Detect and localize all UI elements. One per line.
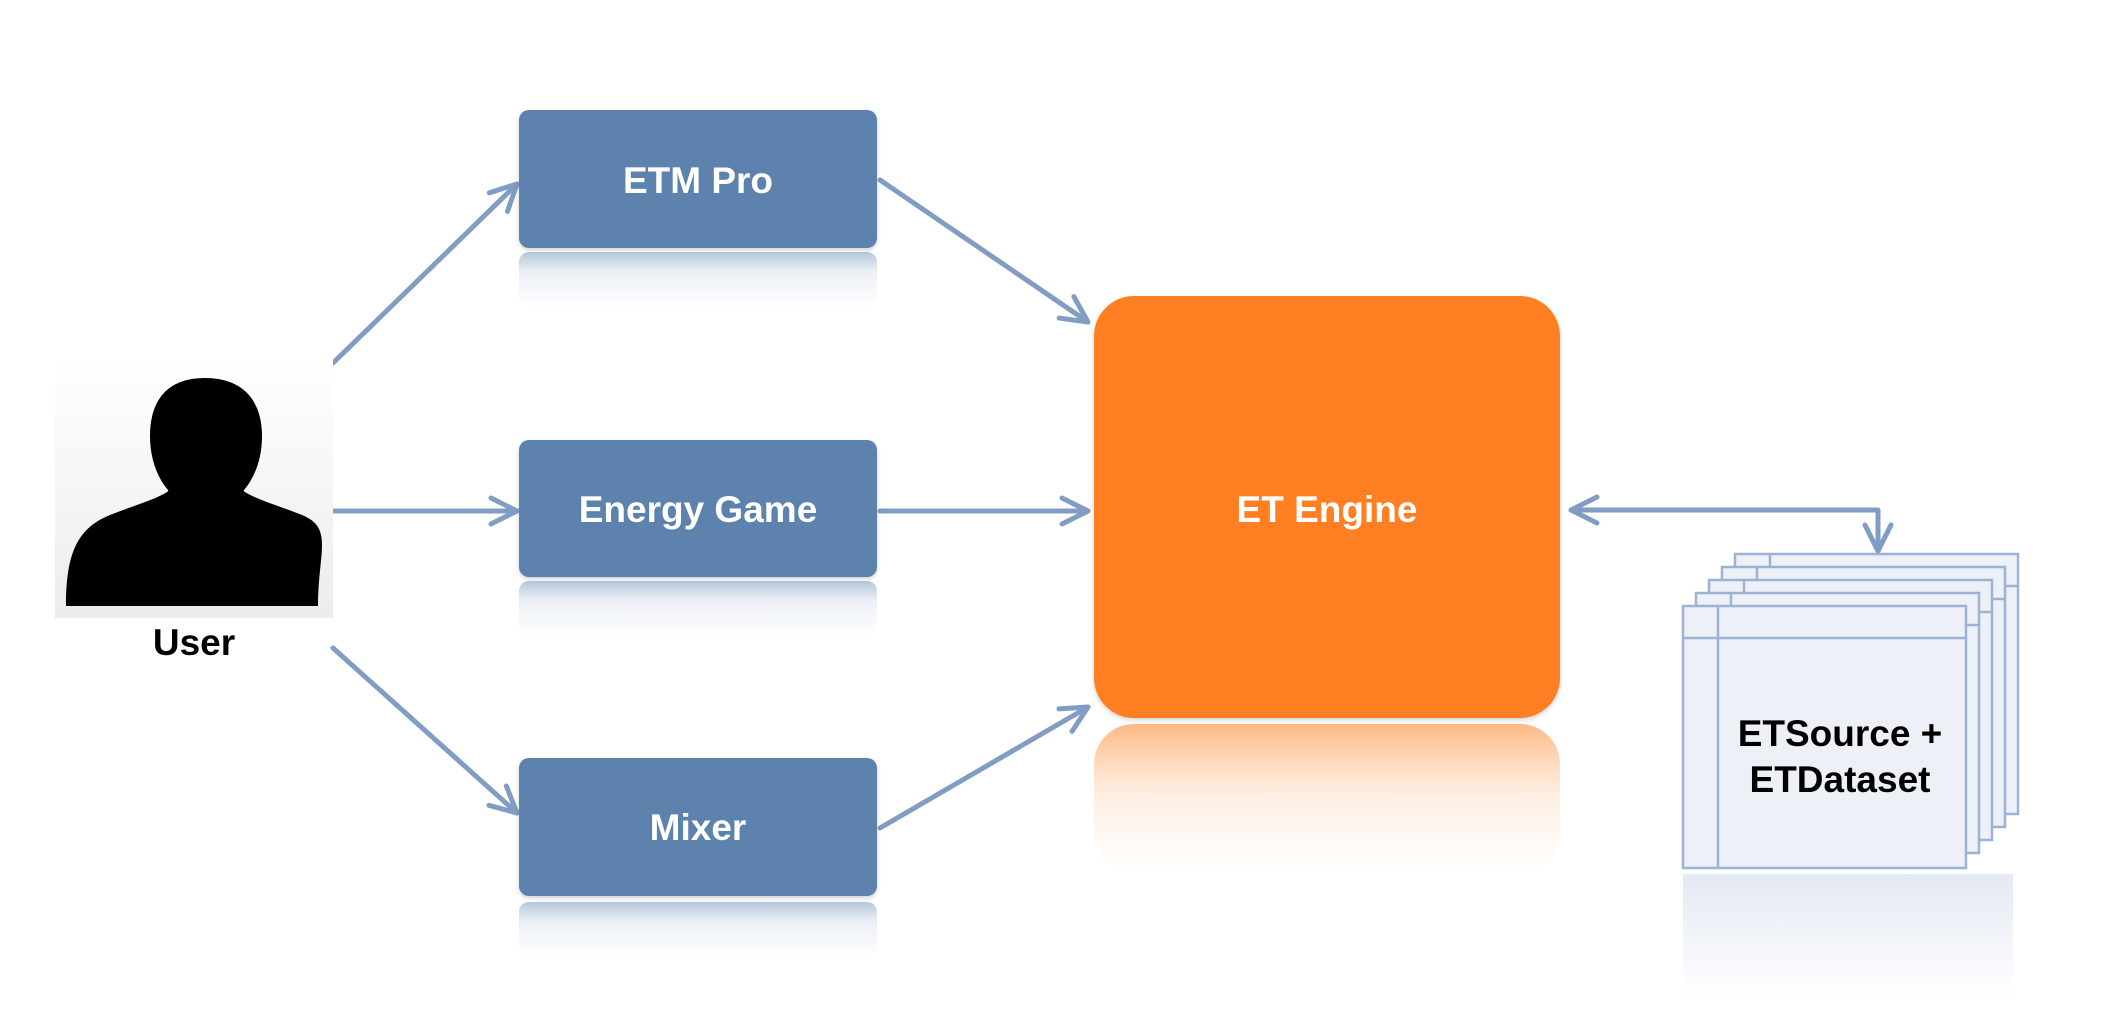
energy-game-reflection xyxy=(519,581,877,636)
edges-clients-to-engine xyxy=(877,177,1091,831)
arrow-engine-to-etsource xyxy=(1568,494,1894,554)
user-silhouette-icon xyxy=(66,378,322,606)
node-mixer: Mixer xyxy=(519,758,877,957)
edges-user-to-clients xyxy=(330,181,520,816)
node-energy-game: Energy Game xyxy=(519,440,877,636)
etm-pro-reflection xyxy=(519,252,877,307)
mixer-reflection xyxy=(519,902,877,957)
etm-pro-label: ETM Pro xyxy=(623,160,773,201)
user-node: User xyxy=(55,358,333,663)
arrow-etm-pro-to-engine xyxy=(877,177,1091,325)
et-engine-label: ET Engine xyxy=(1237,489,1418,530)
energy-game-label: Energy Game xyxy=(579,489,818,530)
arrow-mixer-to-engine xyxy=(877,704,1091,831)
node-etm-pro: ETM Pro xyxy=(519,110,877,307)
et-engine-reflection xyxy=(1094,724,1560,874)
documents-reflection xyxy=(1683,874,2013,999)
stacked-documents-icon xyxy=(1681,552,2020,999)
node-etsource: ETSource + ETDataset xyxy=(1681,552,2020,999)
et-engine-box xyxy=(1094,296,1560,718)
arrow-user-to-etm-pro xyxy=(330,181,520,366)
arrow-user-to-mixer xyxy=(330,645,520,816)
user-label: User xyxy=(153,622,235,663)
node-et-engine: ET Engine xyxy=(1094,296,1560,874)
mixer-label: Mixer xyxy=(650,807,747,848)
mixer-box xyxy=(519,758,877,896)
energy-game-box xyxy=(519,440,877,577)
etsource-label-line2: ETDataset xyxy=(1750,759,1931,800)
etsource-label-line1: ETSource + xyxy=(1738,713,1943,754)
etm-pro-box xyxy=(519,110,877,248)
